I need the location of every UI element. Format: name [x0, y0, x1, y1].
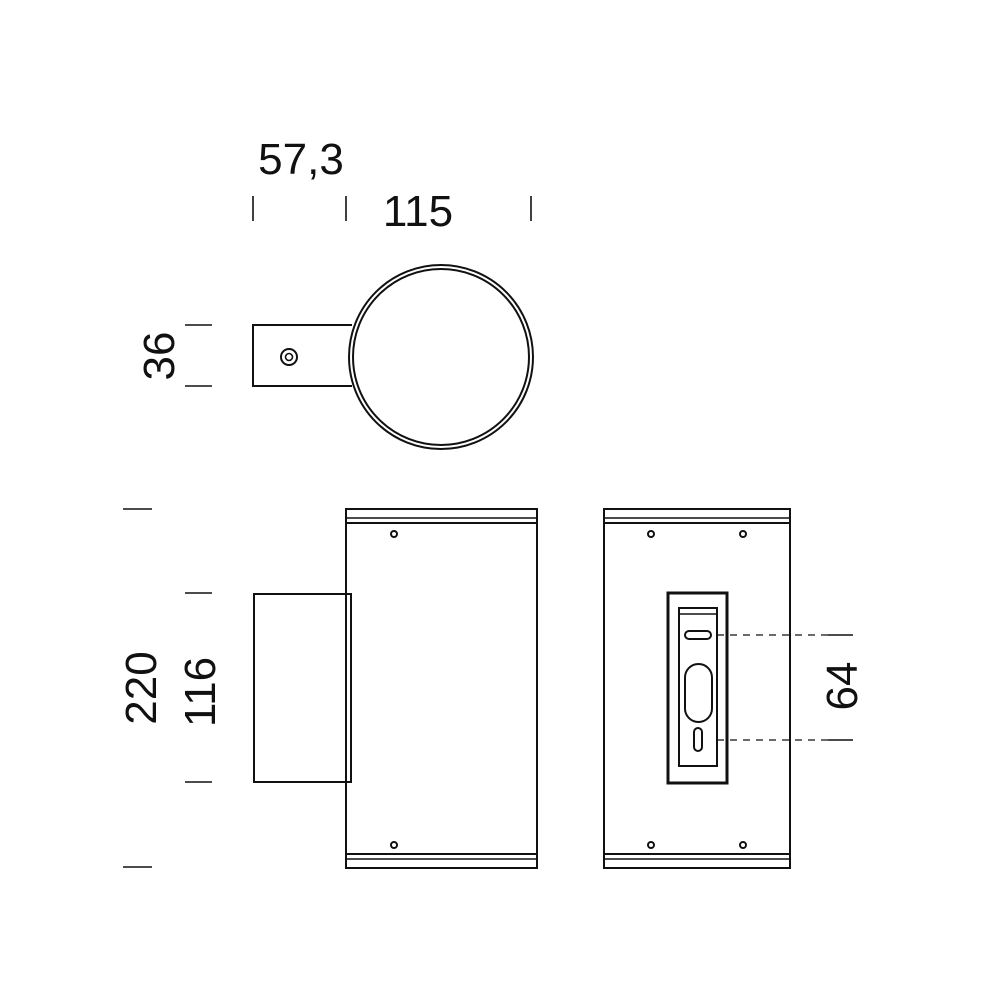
side-screw-bottom: [390, 841, 398, 849]
back-view: 64: [603, 508, 867, 869]
dim-diameter: 115: [383, 187, 453, 236]
mounting-plate-inner: [678, 607, 718, 767]
side-bottom-cap: [345, 853, 538, 869]
dim-bracket-length: 116: [176, 657, 225, 727]
back-bottom-cap: [603, 853, 791, 869]
screw-inner: [284, 352, 294, 362]
upper-fixing-slot: [684, 630, 712, 640]
side-view: 220 116: [117, 508, 538, 869]
lamp-body-inner: [352, 268, 530, 446]
back-top-cap: [603, 508, 791, 524]
mounting-plate-outer: [666, 591, 729, 785]
side-bracket: [253, 593, 352, 783]
back-screw-bottom-left: [647, 841, 655, 849]
back-screw-bottom-right: [739, 841, 747, 849]
side-body: [345, 508, 538, 869]
back-screw-top-left: [647, 530, 655, 538]
cable-entry-slot: [684, 663, 713, 723]
dim-total-height: 220: [117, 651, 166, 724]
dim-offset-width: 57,3: [258, 135, 344, 184]
dim-bracket-height: 36: [135, 332, 184, 381]
lower-fixing-slot: [693, 727, 703, 752]
side-top-cap: [345, 508, 538, 524]
back-body: [603, 508, 791, 869]
dim-fixing-distance: 64: [818, 662, 867, 711]
top-view: 57,3 115 36: [135, 135, 534, 450]
back-screw-top-right: [739, 530, 747, 538]
screw-outer: [280, 348, 298, 366]
bracket-top-view: [252, 324, 352, 387]
lamp-body-outer: [348, 264, 534, 450]
side-screw-top: [390, 530, 398, 538]
